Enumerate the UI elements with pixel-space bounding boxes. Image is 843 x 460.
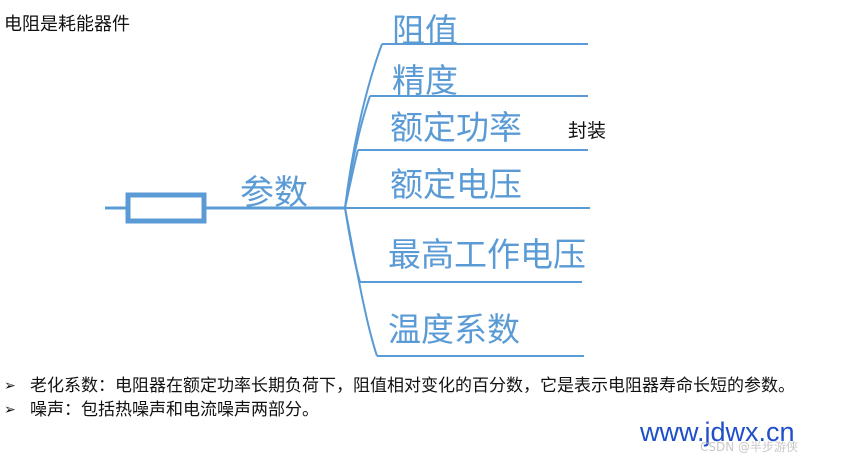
bullet-text: 噪声：包括热噪声和电流噪声两部分。 [30, 400, 319, 420]
bullet-text: 老化系数：电阻器在额定功率长期负荷下，阻值相对变化的百分数，它是表示电阻器寿命长… [30, 376, 795, 396]
bullet-item: ➢ 噪声：包括热噪声和电流噪声两部分。 [4, 398, 842, 422]
side-note-package: 封装 [568, 120, 607, 142]
branch-connectors [344, 43, 590, 357]
branch-label-rated-voltage: 额定电压 [390, 165, 522, 204]
branch-label-resistance: 阻值 [392, 11, 458, 50]
center-node-label: 参数 [240, 173, 308, 213]
arrow-bullet-icon: ➢ [4, 402, 16, 418]
branch-label-rated-power: 额定功率 [390, 108, 522, 147]
branch-label-max-working-voltage: 最高工作电压 [388, 235, 586, 274]
faint-watermark: CSDN @半步游侠 [700, 440, 799, 454]
bullet-list: ➢ 老化系数：电阻器在额定功率长期负荷下，阻值相对变化的百分数，它是表示电阻器寿… [4, 374, 842, 422]
arrow-bullet-icon: ➢ [4, 378, 16, 394]
watermark-url: www.jdwx.cn [640, 417, 795, 447]
branch-label-temperature-coefficient: 温度系数 [388, 310, 520, 349]
page-title: 电阻是耗能器件 [4, 14, 130, 35]
bullet-item: ➢ 老化系数：电阻器在额定功率长期负荷下，阻值相对变化的百分数，它是表示电阻器寿… [4, 374, 842, 398]
resistor-icon [105, 192, 345, 224]
branch-label-precision: 精度 [392, 61, 458, 100]
